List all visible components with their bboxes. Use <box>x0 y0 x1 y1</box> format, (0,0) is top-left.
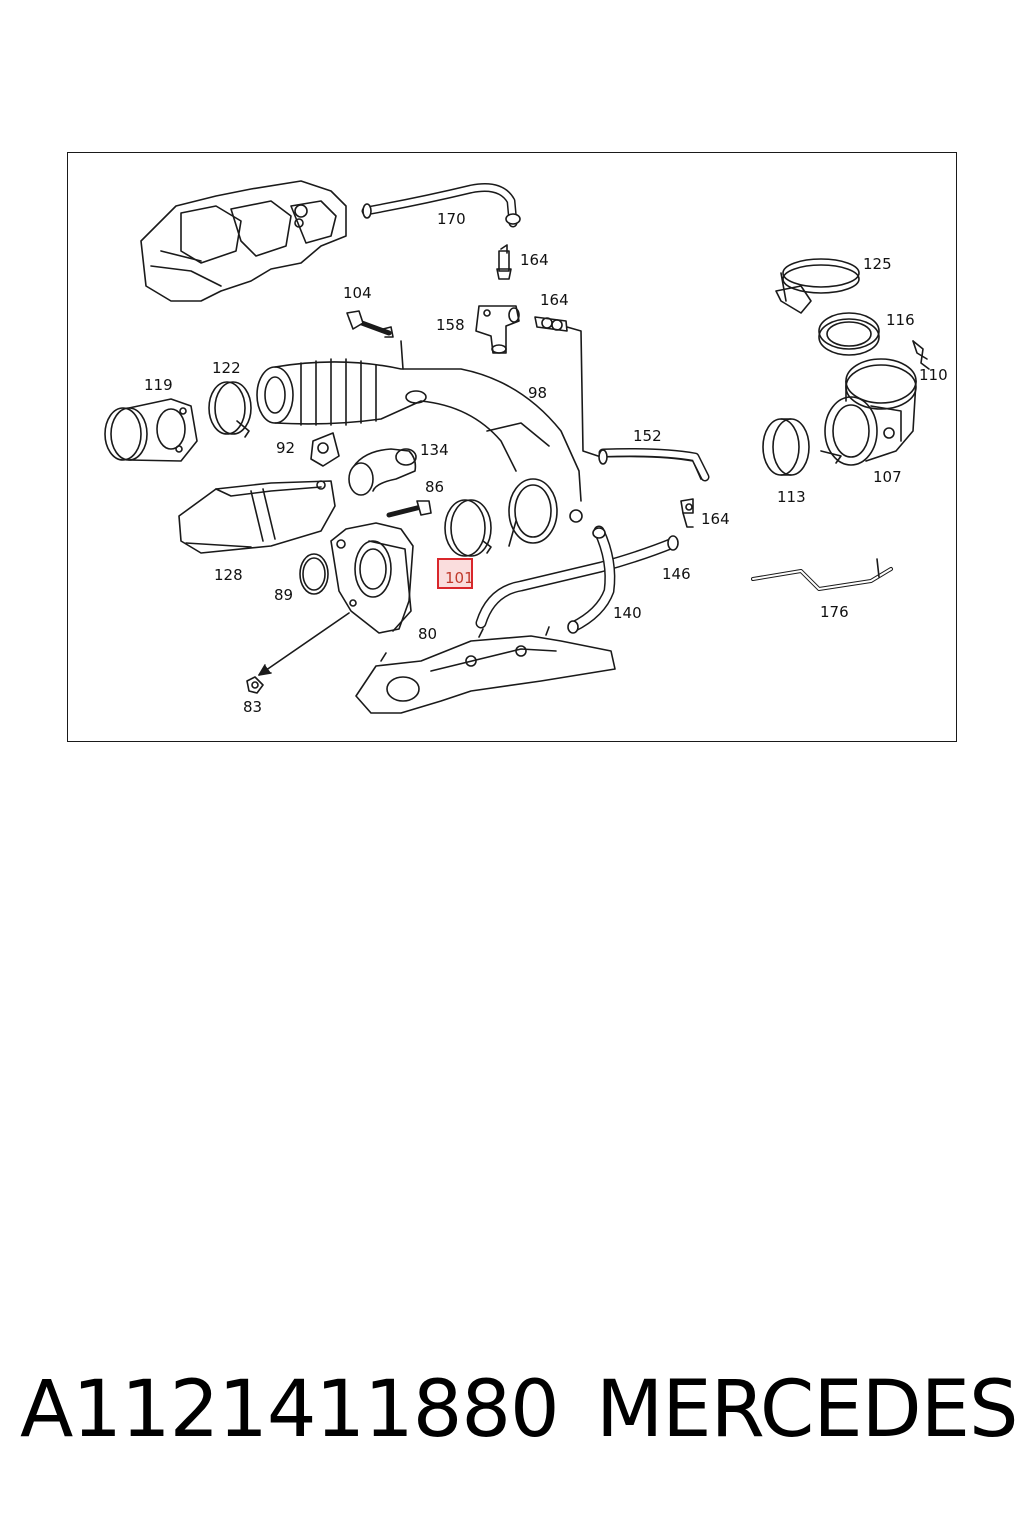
selected-part-highlight[interactable] <box>437 558 473 589</box>
gasket-89-drawing <box>299 553 329 595</box>
parts-diagram: 170 164 104 164 158 125 116 110 122 119 … <box>67 152 957 742</box>
housing-107-drawing <box>820 358 917 466</box>
callout-128[interactable]: 128 <box>214 566 243 584</box>
callout-146[interactable]: 146 <box>662 565 691 583</box>
sleeve-113-drawing <box>762 418 810 476</box>
clamp-125-drawing <box>775 258 860 314</box>
hose-140-drawing <box>567 525 616 634</box>
valve-164c-drawing <box>680 498 694 528</box>
callout-110[interactable]: 110 <box>919 366 948 384</box>
bolt-86-drawing <box>386 500 432 518</box>
callout-89[interactable]: 89 <box>274 586 294 604</box>
callout-86[interactable]: 86 <box>425 478 445 496</box>
part-number-text: A1121411880 <box>20 1365 560 1455</box>
callout-152[interactable]: 152 <box>633 427 662 445</box>
rod-176-drawing <box>751 558 893 591</box>
line-152-drawing <box>566 326 710 482</box>
callout-104[interactable]: 104 <box>343 284 372 302</box>
callout-101[interactable]: 101 <box>445 569 474 587</box>
callout-119[interactable]: 119 <box>144 376 173 394</box>
clamp-122-drawing <box>208 381 252 438</box>
callout-116[interactable]: 116 <box>886 311 915 329</box>
hose-170-drawing <box>361 183 521 228</box>
callout-122[interactable]: 122 <box>212 359 241 377</box>
intake-hose-98-drawing <box>256 340 583 547</box>
callout-80[interactable]: 80 <box>418 625 438 643</box>
valve-164b-drawing <box>534 316 568 332</box>
tee-158-drawing <box>475 305 520 354</box>
bolt-104-drawing <box>346 310 394 338</box>
ring-116-drawing <box>818 312 880 356</box>
clip-83-drawing <box>246 676 264 694</box>
callout-164-lower[interactable]: 164 <box>701 510 730 528</box>
brand-text: MERCEDES <box>596 1365 1018 1455</box>
callout-176[interactable]: 176 <box>820 603 849 621</box>
callout-125[interactable]: 125 <box>863 255 892 273</box>
callout-134[interactable]: 134 <box>420 441 449 459</box>
callout-164-middle[interactable]: 164 <box>540 291 569 309</box>
callout-170[interactable]: 170 <box>437 210 466 228</box>
callout-92[interactable]: 92 <box>276 439 296 457</box>
bracket-110-drawing <box>912 340 930 370</box>
sensor-92-drawing <box>310 432 340 467</box>
callout-164-upper[interactable]: 164 <box>520 251 549 269</box>
clamp-101-drawing <box>444 499 492 557</box>
callout-83[interactable]: 83 <box>243 698 263 716</box>
exploded-view-drawing <box>104 180 930 714</box>
sensor-119-drawing <box>104 398 198 462</box>
callout-107[interactable]: 107 <box>873 468 902 486</box>
valve-164a-drawing <box>496 244 512 280</box>
cylinder-head-drawing <box>355 626 616 714</box>
intake-manifold-drawing <box>140 180 347 302</box>
callout-158[interactable]: 158 <box>436 316 465 334</box>
hose-146-drawing <box>475 535 679 629</box>
resonator-128-drawing <box>178 480 336 554</box>
throttle-body-80-drawing <box>258 522 414 676</box>
callout-140[interactable]: 140 <box>613 604 642 622</box>
callout-113[interactable]: 113 <box>777 488 806 506</box>
footer-caption: A1121411880 MERCEDES <box>0 1365 1024 1478</box>
callout-98[interactable]: 98 <box>528 384 548 402</box>
elbow-134-drawing <box>348 448 417 496</box>
